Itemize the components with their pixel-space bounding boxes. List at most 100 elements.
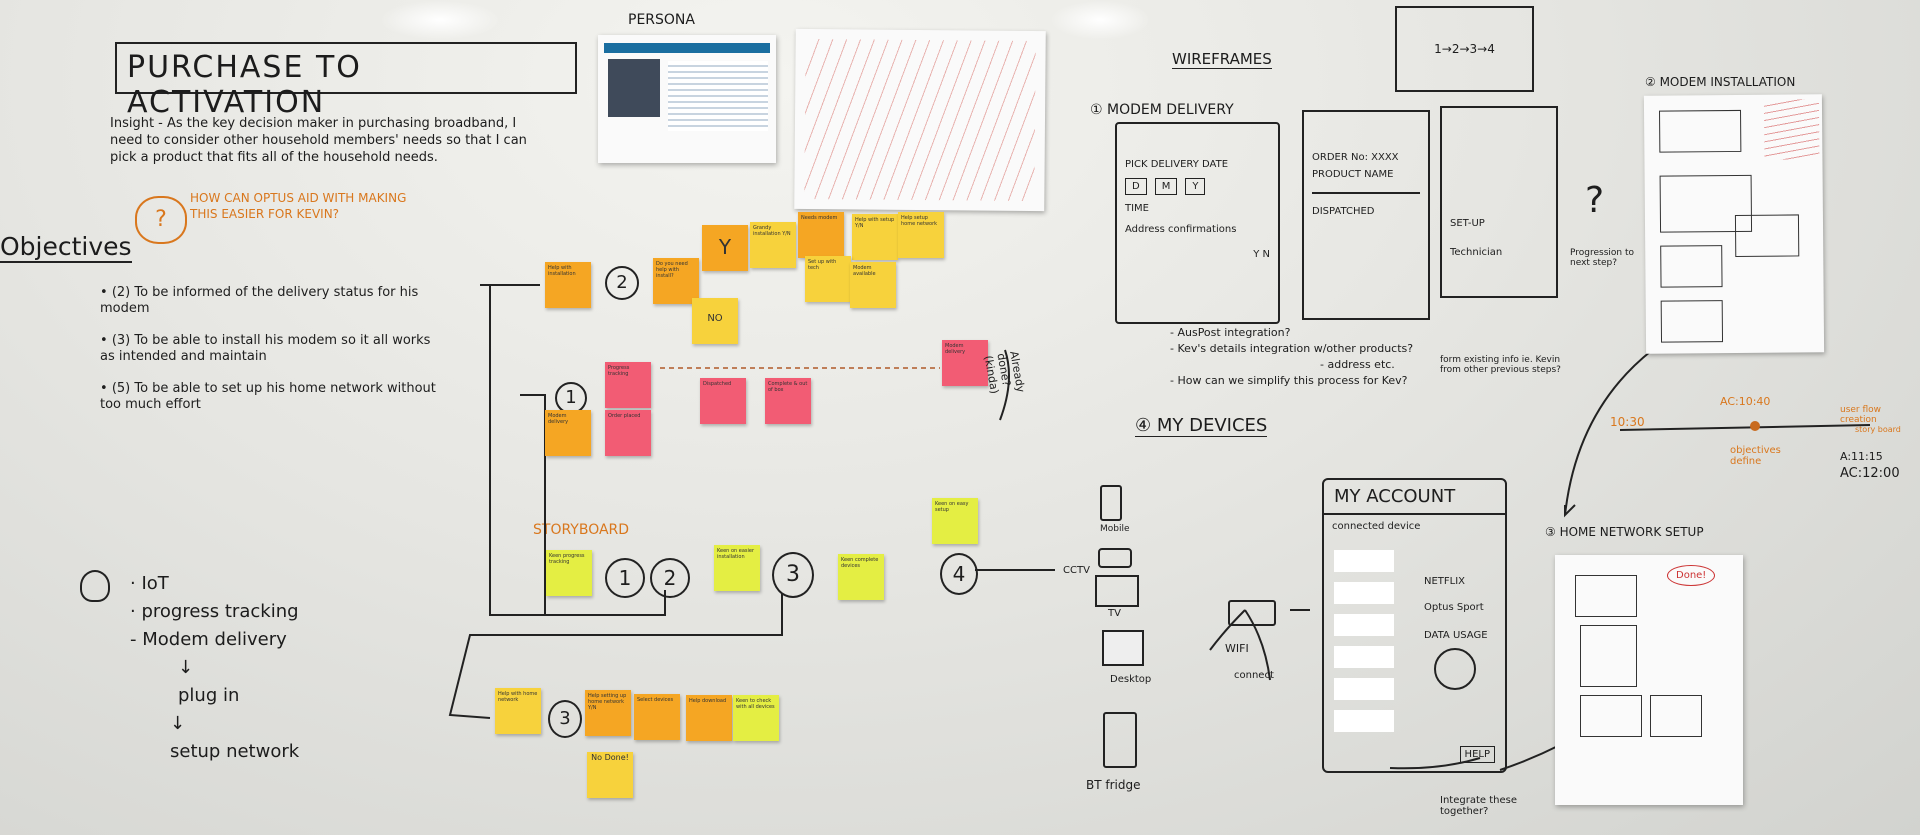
device-checkbox-list [1334, 550, 1394, 740]
desktop-icon [1102, 630, 1144, 666]
persona-header-bar [604, 43, 770, 53]
wf-time: TIME [1125, 203, 1150, 214]
sticky-note: Help with installation [545, 262, 591, 308]
my-devices-title: ④ MY DEVICES [1135, 415, 1268, 437]
idea-progress: · progress tracking [130, 601, 299, 622]
timeline-end: AC:12:00 [1840, 466, 1900, 481]
storyboard-label: STORYBOARD [533, 522, 630, 538]
sticky-note: Needs modem [798, 212, 844, 258]
persona-text-block [668, 61, 768, 131]
cctv-icon [1098, 548, 1132, 568]
timeline-end-top: A:11:15 [1840, 450, 1883, 463]
hmw-text: HOW CAN OPTUS AID WITH MAKING THIS EASIE… [190, 191, 407, 221]
home-network-sheet: Done! [1555, 555, 1743, 805]
fridge-icon [1103, 712, 1137, 768]
timeline-note3: story board [1855, 425, 1901, 434]
idea-network: ↓setup network [170, 713, 300, 762]
sticky-note: Help with home network [495, 688, 541, 734]
device-label: TV [1108, 608, 1121, 619]
device-label: Mobile [1100, 524, 1130, 534]
sticky-note: Help download [686, 695, 732, 741]
wf-progress-slider [1312, 192, 1420, 194]
tv-icon [1095, 575, 1139, 607]
connect-label: connect [1234, 670, 1274, 681]
persona-photo [608, 59, 660, 117]
device-label: BT fridge [1086, 778, 1141, 792]
loop-line-3 [448, 593, 783, 719]
wf-technician: Technician [1450, 247, 1503, 258]
storyboard-thumbnail: 1→2→3→4 [1395, 6, 1534, 92]
wf-order: ORDER No: XXXX [1312, 152, 1399, 163]
insight-text: Insight - As the key decision maker in p… [110, 116, 527, 165]
sticky-note: Set up with tech [805, 256, 851, 302]
idea-plug: ↓plug in [178, 657, 240, 706]
home-network-title: ③ HOME NETWORK SETUP [1545, 525, 1704, 539]
sticky-note: Complete & out of box [765, 378, 811, 424]
wireframe-screen-2: ORDER No: XXXX PRODUCT NAME DISPATCHED [1302, 110, 1430, 320]
wf-note: - How can we simplify this process for K… [1170, 374, 1408, 387]
sticky-note: Help with setup Y/N [852, 214, 898, 260]
sticky-note: Keen to check with all devices [733, 695, 779, 741]
lightbulb-icon [80, 570, 110, 602]
wireframe-notes: - AusPost integration? - Kev's details i… [1170, 325, 1540, 389]
sticky-note: Order placed [605, 410, 651, 456]
sticky-note: Select devices [634, 694, 680, 740]
persona-label: PERSONA [628, 12, 695, 28]
wf-address: Address confirmations [1125, 224, 1237, 235]
sticky-note: NO [692, 298, 738, 344]
step-circle-2: 2 [650, 558, 690, 598]
wf-dispatched: DISPATCHED [1312, 206, 1375, 217]
step-circle-1: 1 [605, 558, 645, 598]
bracket [999, 349, 1010, 421]
progression-note: Progression to next step? [1570, 248, 1635, 268]
board-glare [380, 0, 500, 40]
hn-sketch [1580, 695, 1642, 737]
sticky-note: Modem delivery [545, 410, 591, 456]
step-circle-2-top: 2 [605, 266, 639, 300]
objectives-list: • (2) To be informed of the delivery sta… [100, 285, 440, 413]
wf-pick-date: PICK DELIVERY DATE [1125, 159, 1229, 170]
objective-item: • (2) To be informed of the delivery sta… [100, 285, 419, 316]
sticky-note: Modem available [850, 262, 896, 308]
wifi-label: WIFI [1225, 642, 1249, 655]
mobile-icon [1100, 485, 1122, 521]
timeline-marker [1750, 421, 1760, 431]
question-mark: ? [1585, 180, 1605, 221]
timeline-note2: user flow creation [1840, 405, 1882, 425]
connected-label: connected device [1332, 521, 1421, 532]
sticky-note: Help setup home network [898, 212, 944, 258]
objective-item: • (3) To be able to install his modem so… [100, 333, 431, 364]
loop-line-1 [480, 284, 666, 616]
mi-sketch [1660, 245, 1723, 288]
hn-sketch [1580, 625, 1637, 687]
data-usage-circle [1434, 648, 1476, 690]
timeline-mid: AC:10:40 [1720, 395, 1771, 408]
modem-install-title: ② MODEM INSTALLATION [1645, 75, 1796, 89]
loop-line-2 [520, 394, 546, 615]
netflix-label: NETFLIX [1424, 576, 1466, 587]
objectives-heading: Objectives [0, 232, 132, 263]
help-button: HELP [1459, 746, 1495, 763]
sticky-note: Keen complete devices [838, 554, 884, 600]
sticky-note: Dispatched [700, 378, 746, 424]
timeline-note: objectives define [1730, 445, 1781, 467]
ideas-list: · IoT · progress tracking - Modem delive… [130, 570, 299, 766]
mi-sketch [1659, 109, 1742, 153]
mi-sketch [1734, 214, 1800, 257]
device-label: Desktop [1110, 674, 1152, 685]
step-circle-3: 3 [772, 552, 814, 598]
my-account-wireframe: MY ACCOUNT connected device NETFLIX Optu… [1322, 478, 1507, 773]
step-circle-4: 4 [940, 553, 978, 595]
sticky-note: Y [702, 225, 748, 271]
step-circle-3-bottom: 3 [548, 700, 582, 738]
sticky-note: No Done! [587, 752, 633, 798]
hn-sketch [1650, 695, 1702, 737]
wf-setup: SET-UP [1450, 218, 1485, 229]
wf-product: PRODUCT NAME [1312, 169, 1394, 180]
idea-cloud-icon: ? [135, 196, 187, 244]
sticky-note: Progress tracking [605, 362, 651, 408]
wireframe-screen-1: PICK DELIVERY DATE D M Y TIME Address co… [1115, 122, 1280, 324]
sticky-note: Do you need help with install? [653, 258, 699, 304]
sticky-note: Keen on easy setup [932, 498, 978, 544]
